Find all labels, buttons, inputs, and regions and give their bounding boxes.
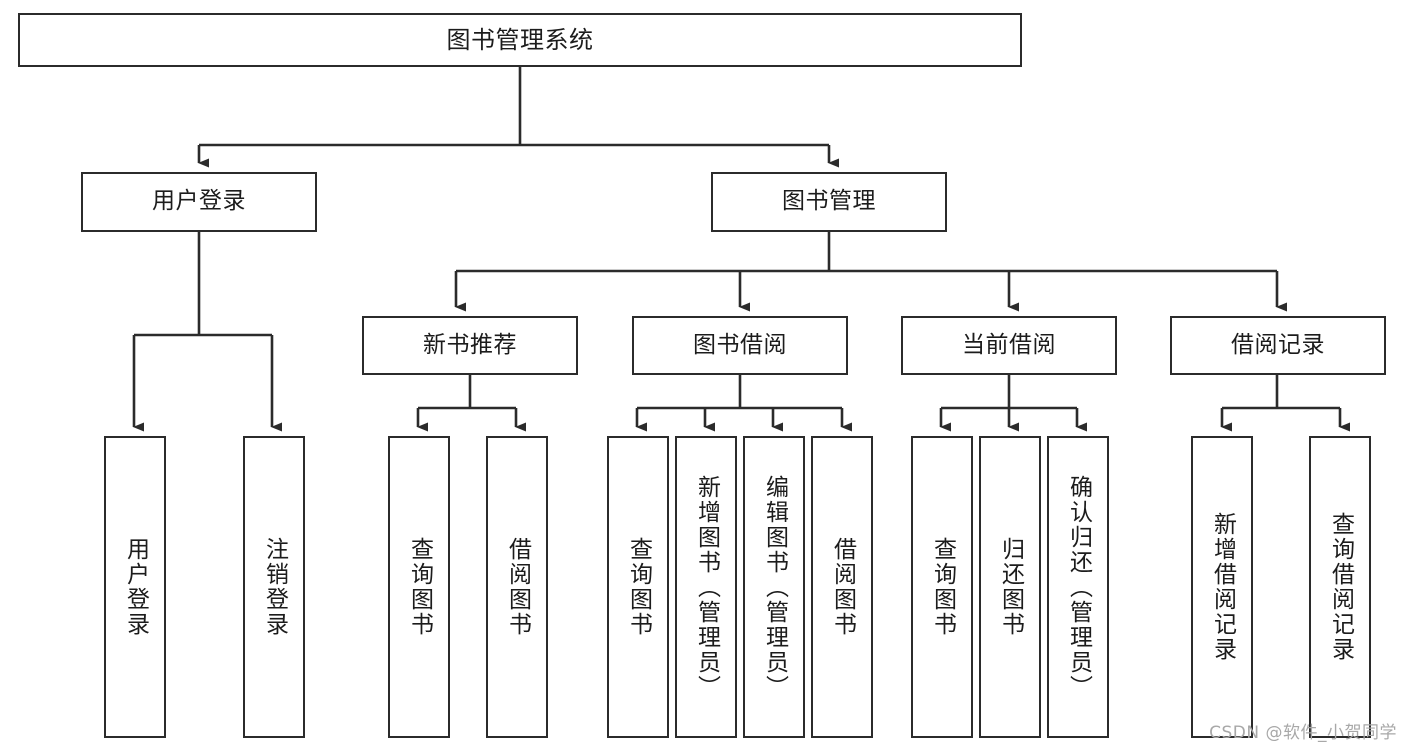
node-leaf-add-record-label: 新增借阅记录 [1209, 512, 1236, 662]
node-borrow-record-label: 借阅记录 [1231, 331, 1325, 358]
node-leaf-query-book-2-label: 查询图书 [625, 537, 652, 637]
node-book-borrow-label: 图书借阅 [693, 331, 787, 358]
csdn-watermark: CSDN @软件_小贺同学 [1209, 723, 1397, 743]
node-leaf-query-book-1[interactable]: 查询图书 [388, 436, 450, 738]
node-book-borrow[interactable]: 图书借阅 [632, 316, 848, 375]
node-book-manage-label: 图书管理 [782, 188, 876, 215]
node-leaf-query-book-2[interactable]: 查询图书 [607, 436, 669, 738]
node-leaf-add-book-label: 新增图书（管理员） [693, 474, 720, 700]
node-leaf-user-login[interactable]: 用户登录 [104, 436, 166, 738]
node-book-manage[interactable]: 图书管理 [711, 172, 947, 232]
node-leaf-return-book-label: 归还图书 [997, 537, 1024, 637]
node-leaf-logout-login[interactable]: 注销登录 [243, 436, 305, 738]
node-leaf-confirm-return-label: 确认归还（管理员） [1065, 474, 1092, 700]
node-leaf-edit-book-label: 编辑图书（管理员） [761, 474, 788, 700]
node-leaf-query-book-3[interactable]: 查询图书 [911, 436, 973, 738]
node-leaf-query-book-1-label: 查询图书 [406, 537, 433, 637]
node-leaf-logout-login-label: 注销登录 [261, 537, 288, 637]
node-borrow-record[interactable]: 借阅记录 [1170, 316, 1386, 375]
node-root-label: 图书管理系统 [446, 25, 594, 54]
node-leaf-borrow-book-2-label: 借阅图书 [829, 537, 856, 637]
node-leaf-query-record[interactable]: 查询借阅记录 [1309, 436, 1371, 738]
node-leaf-user-login-label: 用户登录 [122, 537, 149, 637]
node-new-book-recommend[interactable]: 新书推荐 [362, 316, 578, 375]
node-current-borrow-label: 当前借阅 [962, 331, 1056, 358]
node-new-book-recommend-label: 新书推荐 [423, 331, 517, 358]
node-leaf-borrow-book-1[interactable]: 借阅图书 [486, 436, 548, 738]
node-user-login[interactable]: 用户登录 [81, 172, 317, 232]
node-leaf-return-book[interactable]: 归还图书 [979, 436, 1041, 738]
node-leaf-add-book[interactable]: 新增图书（管理员） [675, 436, 737, 738]
node-leaf-borrow-book-1-label: 借阅图书 [504, 537, 531, 637]
node-leaf-add-record[interactable]: 新增借阅记录 [1191, 436, 1253, 738]
node-leaf-query-book-3-label: 查询图书 [929, 537, 956, 637]
node-leaf-query-record-label: 查询借阅记录 [1327, 512, 1354, 662]
node-user-login-label: 用户登录 [152, 188, 246, 215]
node-leaf-borrow-book-2[interactable]: 借阅图书 [811, 436, 873, 738]
node-leaf-edit-book[interactable]: 编辑图书（管理员） [743, 436, 805, 738]
node-root[interactable]: 图书管理系统 [18, 13, 1022, 67]
node-current-borrow[interactable]: 当前借阅 [901, 316, 1117, 375]
node-leaf-confirm-return[interactable]: 确认归还（管理员） [1047, 436, 1109, 738]
